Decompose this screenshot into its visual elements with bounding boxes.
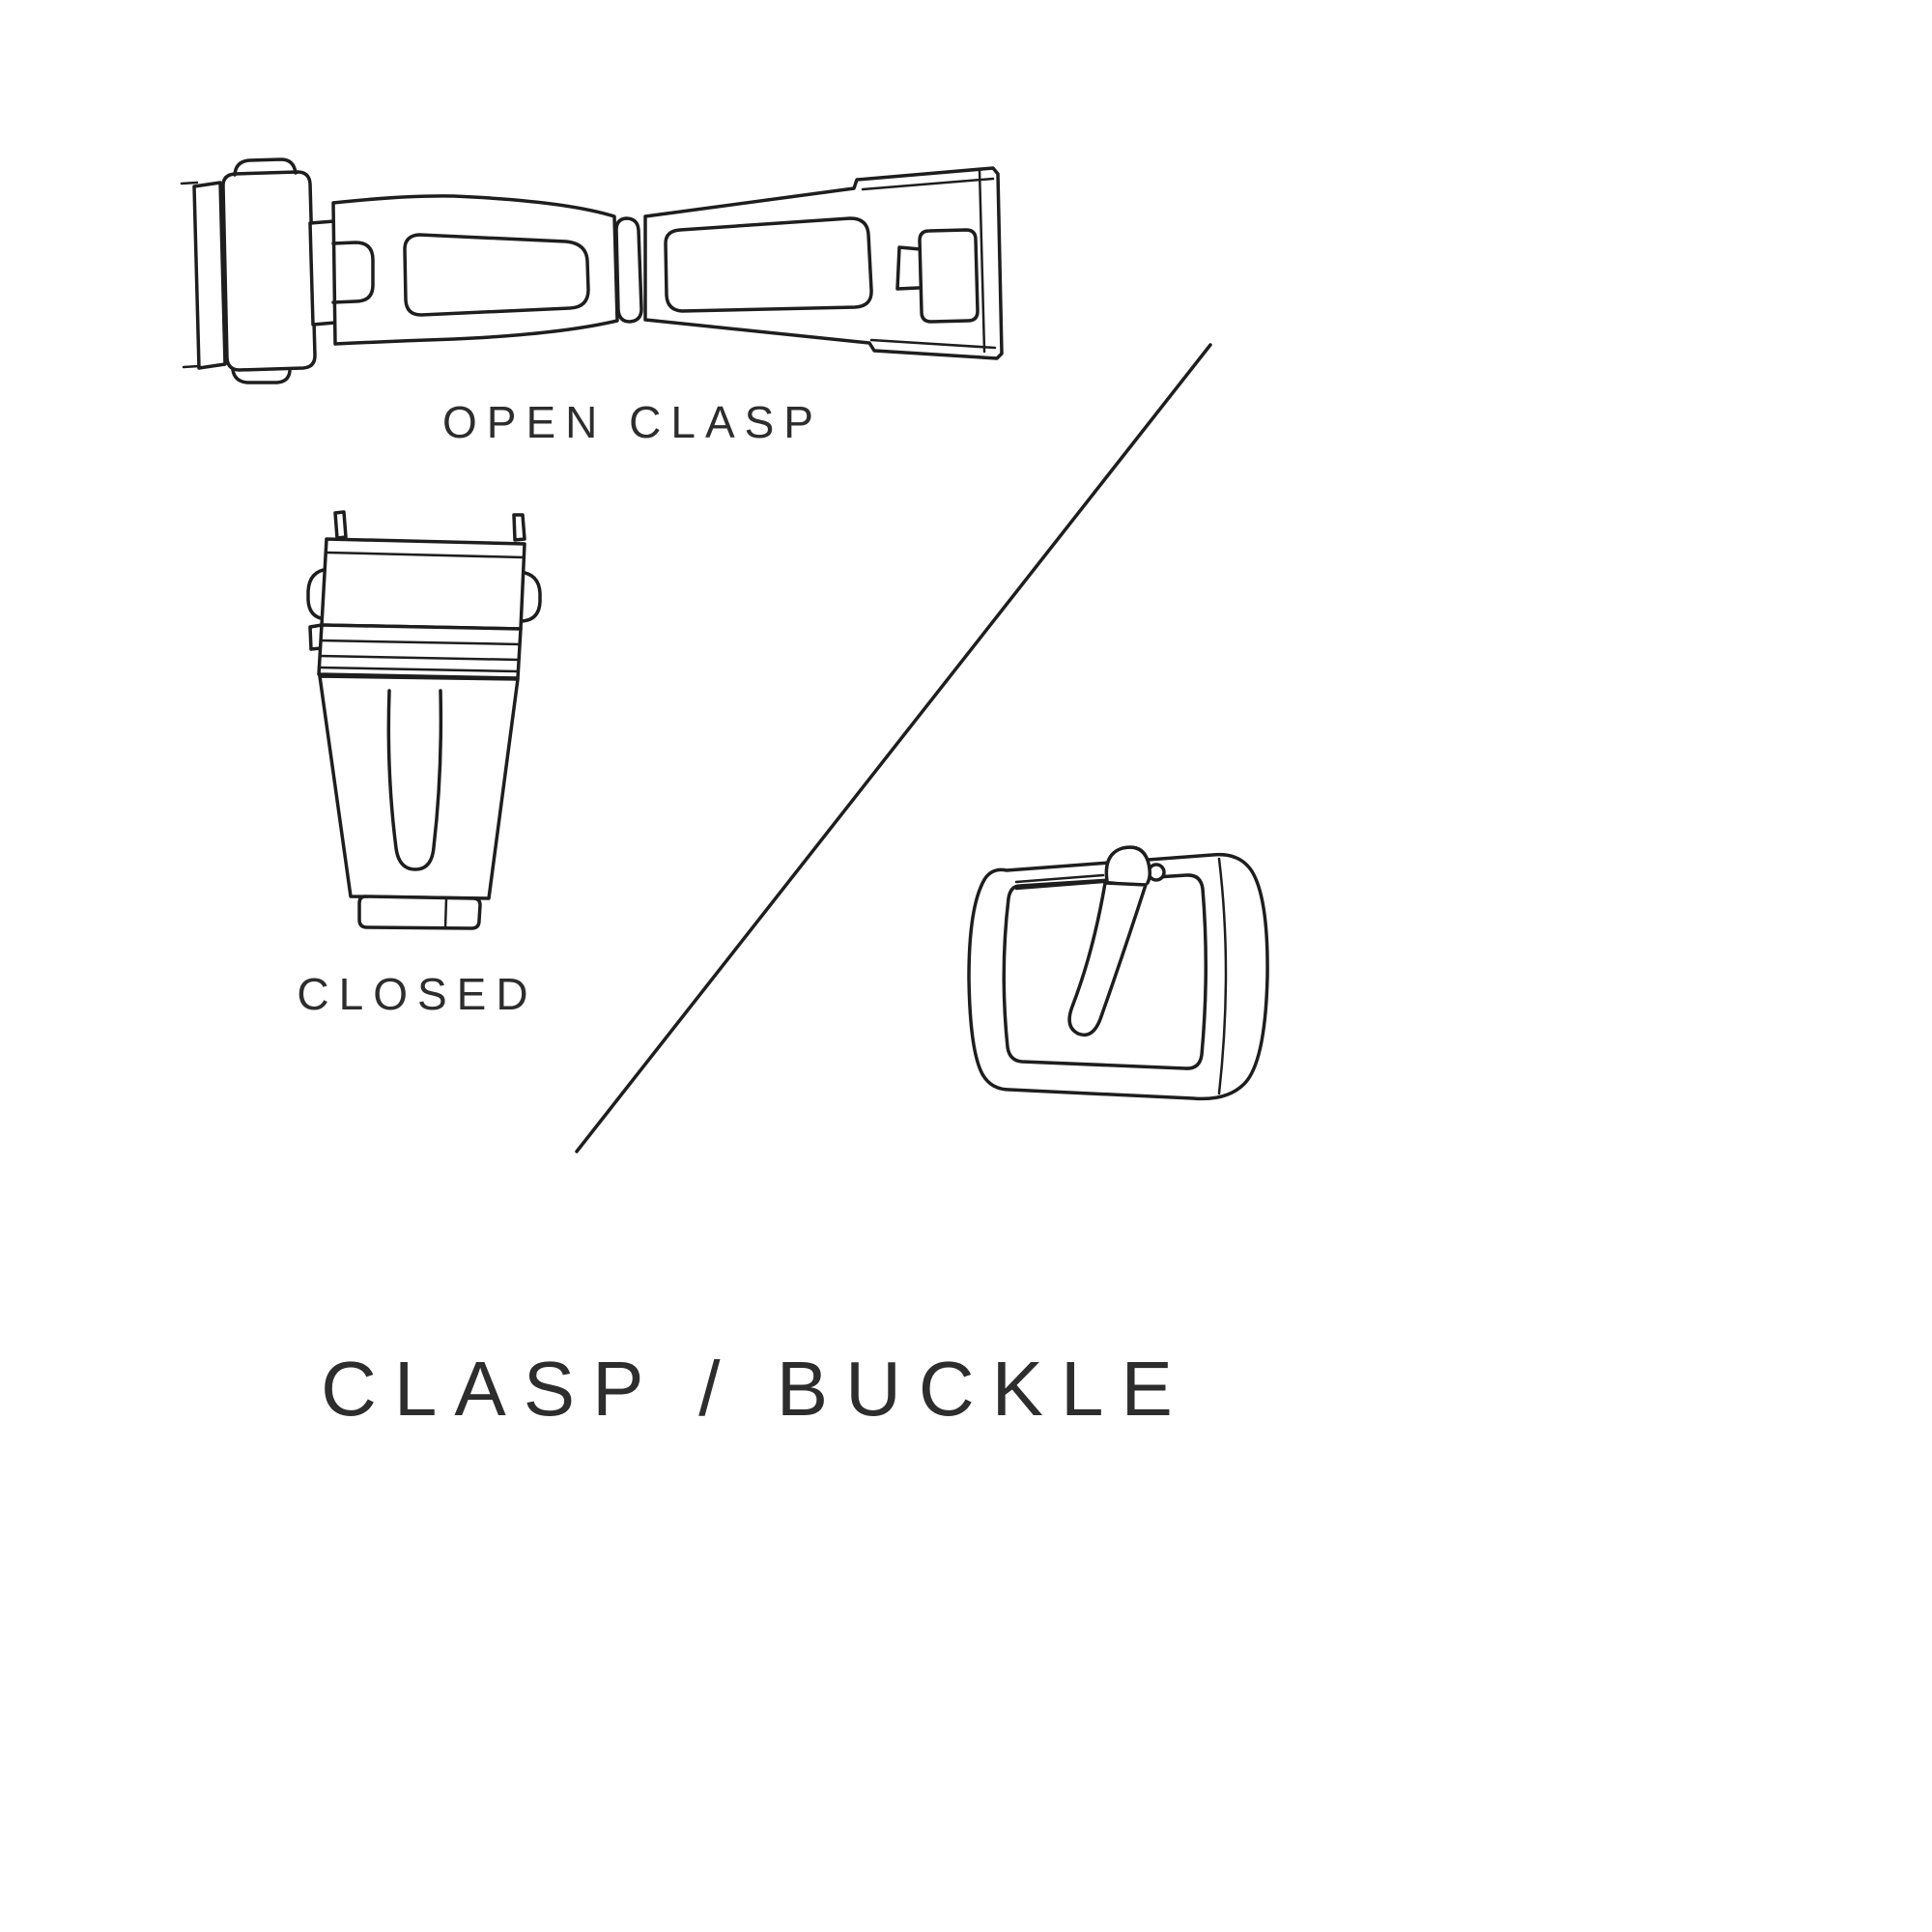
closed-clasp-label: CLOSED [297, 969, 538, 1019]
open-clasp-illustration [180, 157, 1004, 384]
buckle-illustration [967, 845, 1269, 1101]
divider-line [575, 343, 1212, 1153]
page-title: CLASP / BUCKLE [321, 1346, 1190, 1432]
open-clasp-label: OPEN CLASP [442, 397, 823, 447]
closed-clasp-illustration [306, 510, 542, 930]
